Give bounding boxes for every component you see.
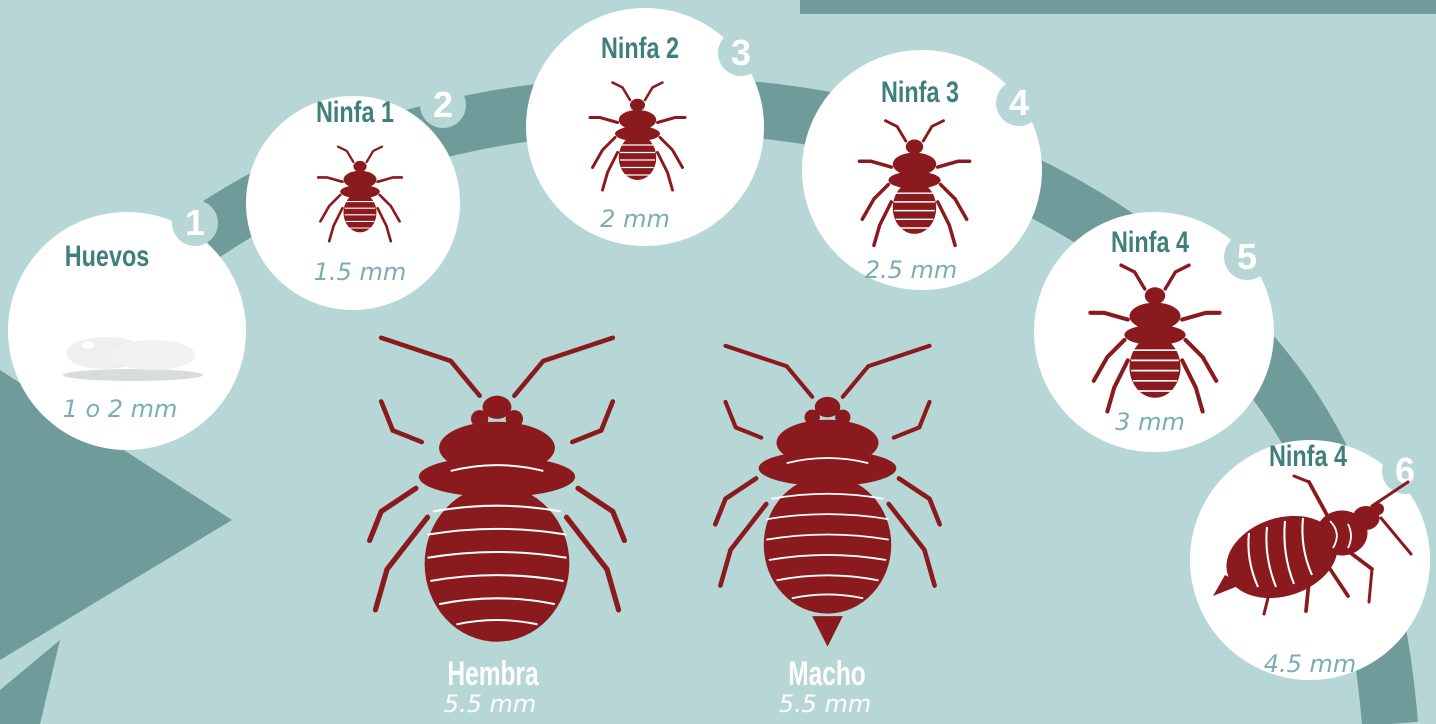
stage-number-badge-2: 2 xyxy=(420,82,466,128)
stage-size-ninfa-3: 2.5 mm xyxy=(836,256,986,284)
stage-title-ninfa-3: Ninfa 3 xyxy=(873,76,967,110)
stage-size-ninfa-4a: 3 mm xyxy=(1090,408,1210,436)
female-adult-bug-icon xyxy=(352,332,642,662)
adult-size-hembra: 5.5 mm xyxy=(405,690,575,718)
stage-number-badge-3: 3 xyxy=(718,30,764,76)
nymph-4-bug-icon xyxy=(1070,255,1240,425)
stage-number-badge-4: 4 xyxy=(996,80,1042,126)
nymph-1-bug-icon xyxy=(305,140,415,250)
nymph-side-view-bug-icon xyxy=(1204,470,1414,620)
male-adult-bug-icon xyxy=(700,340,955,650)
top-bar xyxy=(800,0,1436,14)
stage-size-ninfa-4b: 4.5 mm xyxy=(1240,650,1380,678)
stage-title-ninfa-1: Ninfa 1 xyxy=(312,96,398,130)
nymph-3-bug-icon xyxy=(842,112,987,257)
stage-size-ninfa-1: 1.5 mm xyxy=(290,258,430,286)
stage-number-badge-1: 1 xyxy=(172,200,218,246)
stage-title-huevos: Huevos xyxy=(56,240,157,274)
stage-size-ninfa-2: 2 mm xyxy=(575,205,695,233)
adult-name-macho: Macho xyxy=(773,655,881,694)
eggs-icon xyxy=(58,325,208,385)
stage-title-ninfa-4b: Ninfa 4 xyxy=(1261,440,1355,474)
adult-name-hembra: Hembra xyxy=(439,655,547,694)
adult-size-macho: 5.5 mm xyxy=(740,690,910,718)
nymph-2-bug-icon xyxy=(575,75,700,200)
stage-title-ninfa-2: Ninfa 2 xyxy=(593,32,687,66)
stage-size-huevos: 1 o 2 mm xyxy=(20,395,220,423)
